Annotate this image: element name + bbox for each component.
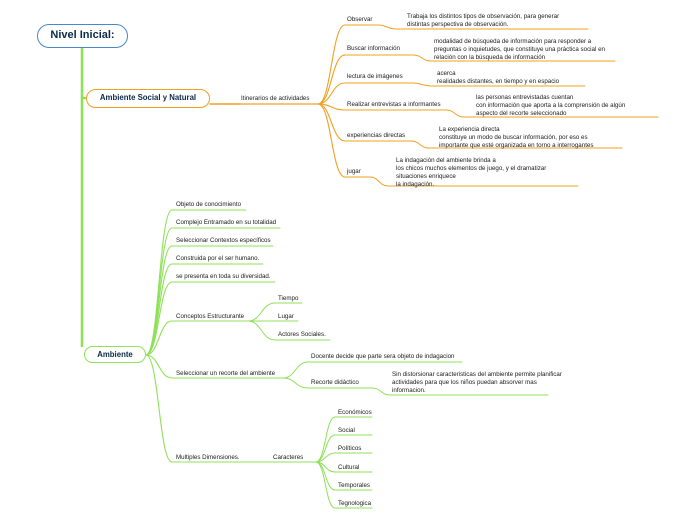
recorte-didactico-desc[interactable]: Sin distorsionar caracteristicas del amb… — [392, 371, 562, 395]
social-item-connector — [317, 82, 346, 105]
branch-ambiente-social-natural[interactable]: Ambiente Social y Natural — [86, 89, 210, 108]
caracter-item[interactable]: Cultural — [338, 464, 360, 471]
multiples-dimensiones-node[interactable]: Multiples Dimensiones. — [176, 454, 240, 461]
multiples-connector — [145, 354, 173, 463]
social-item-desc[interactable]: modalidad de búsqueda de información par… — [434, 38, 605, 62]
seleccionar-recorte-node[interactable]: Seleccionar un recorte del ambiente — [176, 370, 276, 377]
social-item-label[interactable]: Realizar entrevistas a informantes — [347, 101, 441, 108]
social-item-connector — [317, 54, 346, 105]
social-item-desc[interactable]: acerca realidades distantes, en tiempo y… — [437, 70, 560, 86]
social-item-desc[interactable]: Trabaja los distintos tipos de observaci… — [407, 13, 560, 29]
concepto-child[interactable]: Actores Sociales. — [278, 331, 326, 338]
ambiente-item[interactable]: Seleccionar Contextos específicos — [176, 237, 271, 244]
recorte-desc-connector — [371, 387, 391, 396]
desc-connector — [412, 54, 432, 62]
concepto-child[interactable]: Tiempo — [278, 295, 299, 302]
social-item-desc[interactable]: La experiencia directa constituye un mod… — [439, 126, 594, 150]
desc-connector — [410, 140, 430, 149]
caracter-item[interactable]: Tegnologica — [338, 500, 372, 507]
caracter-item[interactable]: Temporales — [338, 482, 370, 489]
social-item-desc[interactable]: las personas entrevistadas cuentan con i… — [476, 94, 626, 118]
recorte-child[interactable]: Recorte didáctico — [311, 379, 359, 386]
desc-connector — [369, 176, 389, 187]
ambiente-item-connector — [145, 227, 173, 356]
desc-connector — [445, 109, 465, 118]
social-item-label[interactable]: Buscar información — [347, 45, 400, 52]
root-node[interactable]: Nivel Inicial: — [37, 24, 128, 48]
caracteres-node[interactable]: Caracteres — [273, 454, 304, 461]
recorte-child-connector — [282, 361, 309, 379]
social-item-label[interactable]: experiencias directas — [347, 132, 406, 139]
ambiente-item-connector — [145, 281, 173, 356]
caracter-connector — [315, 461, 336, 509]
concepto-child-connector — [247, 302, 276, 322]
social-item-connector — [317, 24, 346, 105]
concepto-child-connector — [247, 320, 276, 341]
conceptos-connector — [145, 320, 173, 356]
recorte-connector — [145, 354, 173, 379]
caracter-item[interactable]: Políticos — [338, 445, 362, 452]
recorte-child-connector — [282, 377, 309, 389]
social-item-connector — [317, 103, 346, 178]
recorte-child[interactable]: Docente decide que parte sera objeto de … — [311, 353, 455, 360]
caracter-connector — [315, 416, 336, 463]
social-item-label[interactable]: lectura de imágenes — [347, 73, 403, 80]
ambiente-item[interactable]: Construida por el ser humano. — [176, 255, 260, 262]
ambiente-item[interactable]: se presenta en toda su diversidad. — [176, 273, 271, 280]
itinerarios-node[interactable]: Itinerarios de actividades — [241, 95, 310, 102]
concepto-child[interactable]: Lugar — [278, 313, 294, 320]
desc-connector — [377, 24, 397, 30]
social-item-label[interactable]: jugar — [347, 168, 361, 175]
caracter-item[interactable]: Social — [338, 427, 355, 434]
desc-connector — [412, 82, 432, 87]
ambiente-item[interactable]: Objeto de conocimiento — [176, 201, 242, 208]
social-item-label[interactable]: Observar — [347, 16, 373, 23]
ambiente-item[interactable]: Complejo Entramado en su totalidad — [176, 219, 277, 226]
conceptos-estructurante-node[interactable]: Conceptos Estructurante — [176, 313, 245, 320]
caracter-item[interactable]: Económicos — [338, 409, 372, 416]
branch-ambiente[interactable]: Ambiente — [84, 346, 146, 363]
social-item-desc[interactable]: La indagación del ambiente brinda a los … — [396, 157, 547, 189]
caracter-connector — [315, 434, 336, 463]
